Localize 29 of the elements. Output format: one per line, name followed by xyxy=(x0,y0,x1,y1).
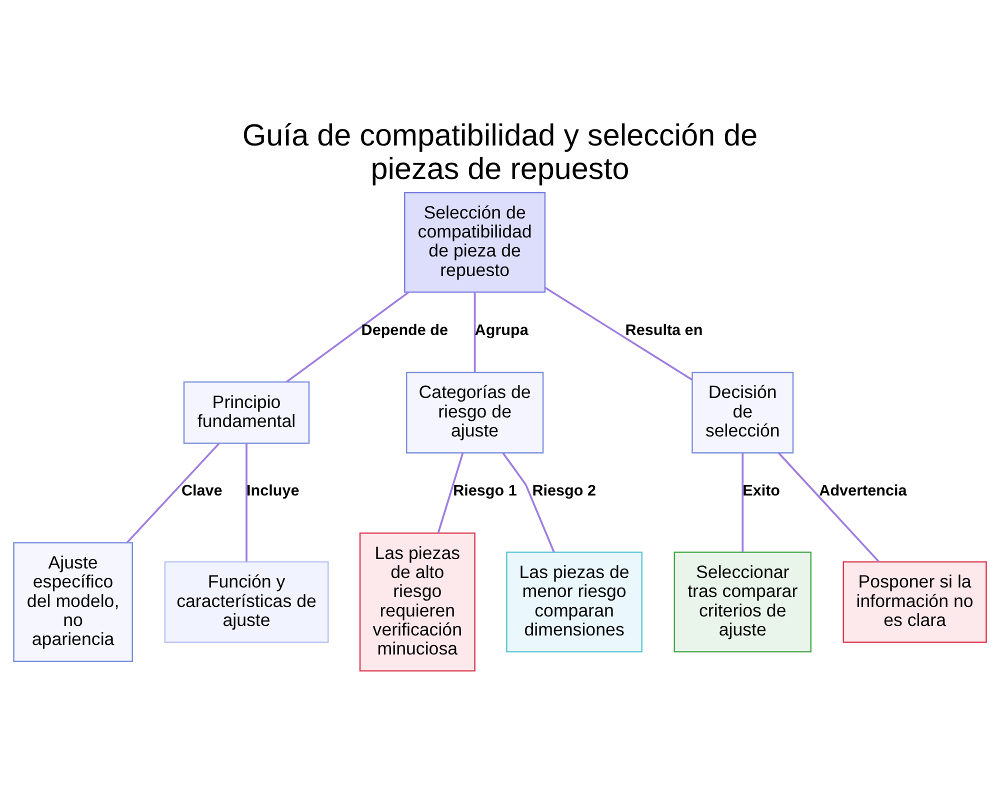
edge-label: Riesgo 1 xyxy=(453,482,517,500)
edge-label: Resulta en xyxy=(625,322,703,339)
edge-label: Advertencia xyxy=(819,482,907,500)
node-box: Las piezas de menor riesgo comparan dimensiones xyxy=(506,552,643,652)
node-box: Función y características de ajuste xyxy=(164,561,329,643)
connector xyxy=(246,444,248,562)
node-box: Selección de compatibilidad de pieza de repuesto xyxy=(404,192,546,293)
connector xyxy=(474,292,476,372)
connector xyxy=(544,286,693,381)
edge-label: Agrupa xyxy=(474,322,528,339)
node-box: Posponer si la información no es clara xyxy=(842,561,987,643)
connector xyxy=(778,452,880,562)
node-box: Ajuste específico del modelo, no apariencia xyxy=(13,542,133,662)
edge-label: Clave xyxy=(181,482,222,500)
edge-label: Exito xyxy=(742,482,780,500)
node-box: Decisión de selección xyxy=(692,372,794,454)
node-box: Seleccionar tras comparar criterios de ajuste xyxy=(674,552,812,652)
node-box: Las piezas de alto riesgo requieren verificación minuciosa xyxy=(359,532,476,672)
node-box: Principio fundamental xyxy=(183,381,310,444)
connector xyxy=(502,452,555,553)
edge-label: Riesgo 2 xyxy=(532,482,596,500)
connector xyxy=(437,452,464,534)
node-box: Categorías de riesgo de ajuste xyxy=(406,372,544,454)
connector xyxy=(126,442,220,544)
edge-label: Depende de xyxy=(361,322,448,339)
diagram-title: Guía de compatibilidad y selección de piezas de repuesto xyxy=(242,118,758,186)
connector xyxy=(286,291,410,383)
edge-label: Incluye xyxy=(246,482,300,500)
connector xyxy=(742,453,744,552)
